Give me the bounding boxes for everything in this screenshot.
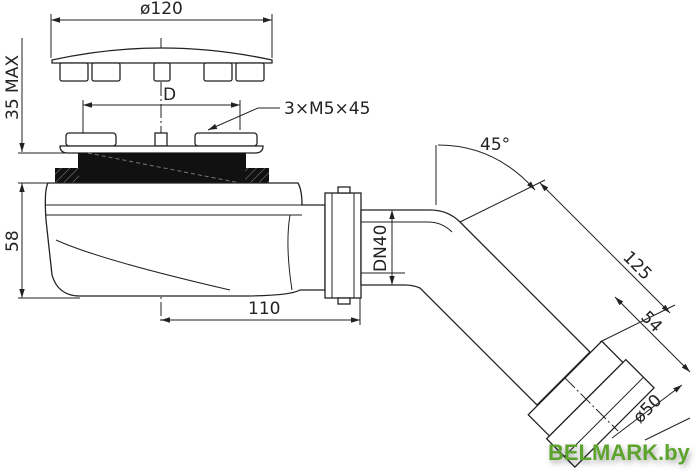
dim-angle: 45°	[480, 135, 510, 155]
screws-label: 3×M5×45	[284, 99, 370, 119]
outlet-adapter	[527, 340, 656, 469]
dim-body-height: 58	[3, 230, 23, 252]
dim-height-max: 35 MAX	[3, 55, 23, 120]
grate-plate	[55, 132, 269, 184]
dim-outlet-offset: 110	[248, 299, 280, 319]
watermark-logo: BELMARK.by	[548, 440, 690, 465]
dim-bolt-circle: D	[163, 85, 176, 105]
drain-cap	[51, 47, 273, 82]
dim-outlet-size: DN40	[371, 225, 391, 272]
outlet-elbow	[360, 209, 591, 406]
dim-cap-diameter: ø120	[140, 0, 183, 19]
trap-body	[44, 182, 326, 297]
dim-elbow-length: 125	[618, 247, 655, 284]
union-nut	[324, 186, 362, 305]
